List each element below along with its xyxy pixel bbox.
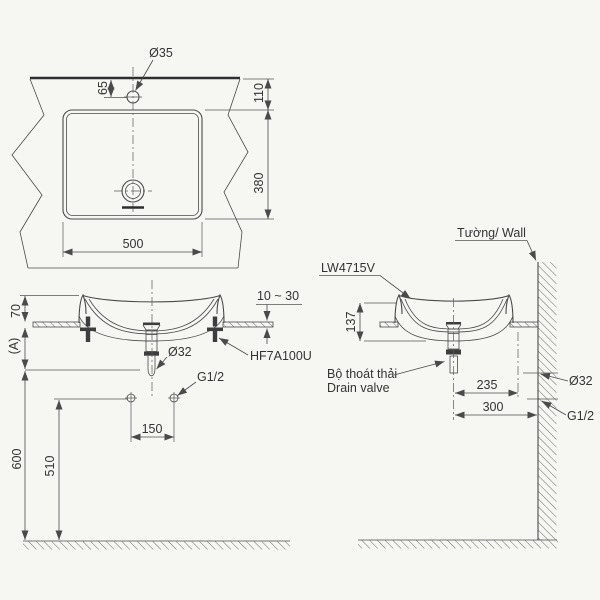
label-drain-valve-en: Drain valve xyxy=(327,381,390,395)
counter-section-right2 xyxy=(509,321,539,328)
dim-supply-height: 510 xyxy=(43,456,57,477)
basin-bowl-bottom-side xyxy=(394,315,514,342)
dim-ref-a: (A) xyxy=(7,338,21,355)
top-view: Ø35 65 110 380 500 xyxy=(11,46,274,269)
drain-assembly-front xyxy=(142,322,161,377)
label-wall-drain-dia: Ø32 xyxy=(569,374,593,388)
basin-bowl-inner-side xyxy=(400,298,508,333)
label-faucet-hole-dia: Ø35 xyxy=(149,46,173,60)
label-supply-thread: G1/2 xyxy=(197,370,224,384)
label-product-model: LW4715V xyxy=(321,261,376,275)
fixing-clamp-right xyxy=(207,316,223,342)
basin-bowl-bottom xyxy=(78,315,225,342)
supply-hole-left xyxy=(125,392,137,404)
dim-basin-depth: 380 xyxy=(252,173,266,194)
dim-basin-height: 137 xyxy=(344,312,358,333)
basin-rim-front xyxy=(394,293,403,324)
basin-outline xyxy=(62,109,203,220)
label-fixing-bracket: HF7A100U xyxy=(250,349,312,363)
counter-section-left2 xyxy=(379,321,399,328)
basin-inner-rim xyxy=(66,113,199,216)
break-line-left xyxy=(11,78,45,269)
label-drain-tail-dia: Ø32 xyxy=(168,345,192,359)
label-wall: Tường/ Wall xyxy=(457,226,526,240)
basin-rim-top-side xyxy=(398,294,510,302)
basin-rim-left xyxy=(78,293,87,324)
break-line-right xyxy=(223,78,249,269)
dim-basin-width: 500 xyxy=(123,237,144,251)
dim-rim-above-counter: 70 xyxy=(9,304,23,318)
dim-edge-to-basin: 110 xyxy=(252,83,266,103)
dim-drain-to-wall-outer: 300 xyxy=(483,400,504,414)
floor-hatch-right xyxy=(358,540,558,549)
drain-hole-inner xyxy=(125,183,141,199)
drain-assembly-side xyxy=(445,322,462,374)
basin-bowl-inner xyxy=(84,298,219,335)
basin-rim-right xyxy=(216,293,225,324)
fixing-clamp-left xyxy=(80,316,96,342)
basin-rim-top xyxy=(82,294,221,303)
basin-bowl-inner2 xyxy=(88,298,215,332)
front-view: Ø32 HF7A100U 10 ~ 30 G1/2 150 70 xyxy=(7,280,312,550)
counter-section-left xyxy=(32,321,81,328)
dim-faucet-offset: 65 xyxy=(96,81,110,95)
wall-hatch xyxy=(538,262,557,540)
label-wall-supply-thread: G1/2 xyxy=(567,409,594,423)
counter-section-right xyxy=(222,321,274,328)
dim-counter-thickness: 10 ~ 30 xyxy=(257,289,299,303)
dim-drain-to-wall: 235 xyxy=(477,378,498,392)
floor-hatch-left xyxy=(23,541,290,550)
side-view: 137 LW4715V Tường/ Wall Bộ thoát thải Dr… xyxy=(319,226,594,549)
dim-supply-spacing: 150 xyxy=(142,422,163,436)
basin-rim-back xyxy=(505,293,514,324)
supply-hole-right xyxy=(168,392,180,404)
dim-counter-height: 600 xyxy=(10,449,24,470)
label-drain-valve-vi: Bộ thoát thải xyxy=(327,367,397,381)
